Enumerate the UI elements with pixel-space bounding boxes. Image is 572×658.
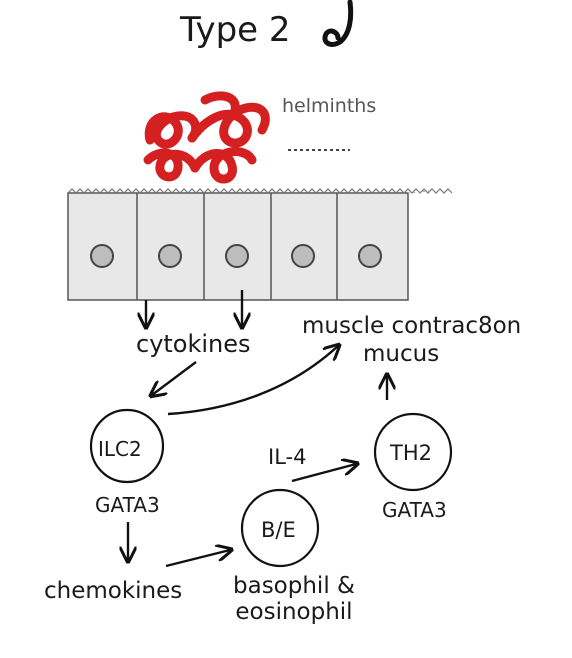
chemokines-label: chemokines (44, 578, 183, 604)
ilc2-cell (89, 408, 165, 484)
arrow-il4-th2 (291, 464, 356, 483)
helminths-label: helminths (282, 95, 377, 117)
page-title: Type 2 (180, 10, 291, 50)
squiggle-mark (322, 0, 354, 47)
gata3-ilc2-label: GATA3 (95, 493, 160, 517)
mucus-label: mucus (363, 341, 440, 367)
basophil-label: basophil & (233, 573, 355, 599)
muscle-contraction-label: muscle contrac8on (302, 313, 522, 339)
arrow-chemokines-be (165, 550, 230, 568)
cytokines-label: cytokines (136, 330, 251, 358)
arrow-ilc2-muscle (167, 346, 338, 416)
basophil-eosinophil-label: basophil & eosinophil (233, 573, 355, 625)
il4-label: IL-4 (268, 445, 307, 469)
th2-cell (373, 412, 453, 492)
arrow-cytokines-ilc2 (152, 361, 197, 395)
gata3-th2-label: GATA3 (382, 498, 447, 522)
helminth-worms-icon (143, 91, 270, 184)
be-label: B/E (261, 518, 296, 542)
th2-label: TH2 (390, 441, 432, 465)
epithelial-cell-layer (67, 188, 453, 301)
be-cell (240, 488, 320, 568)
eosinophil-label: eosinophil (235, 599, 353, 625)
ilc2-label: ILC2 (98, 437, 142, 461)
